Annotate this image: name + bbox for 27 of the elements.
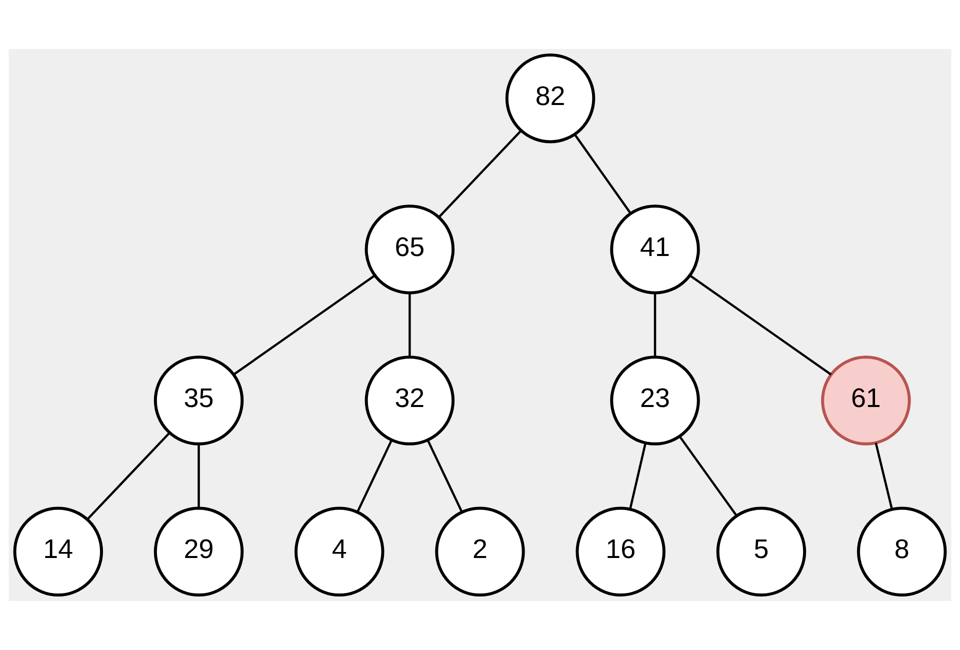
node-circle: 16 bbox=[576, 506, 666, 596]
connector bbox=[86, 432, 170, 520]
connector bbox=[426, 440, 463, 513]
node-circle: 8 bbox=[856, 506, 947, 596]
connector bbox=[233, 274, 376, 376]
connector bbox=[629, 442, 647, 510]
node-circle: 14 bbox=[13, 506, 104, 596]
connector bbox=[874, 442, 893, 510]
node-circle: 35 bbox=[154, 356, 244, 446]
node-circle: 65 bbox=[364, 204, 455, 294]
connector bbox=[356, 440, 393, 513]
node-circle: 23 bbox=[610, 356, 700, 446]
node-circle: 2 bbox=[435, 506, 525, 596]
connector bbox=[574, 134, 632, 214]
node-circle: 4 bbox=[294, 506, 384, 596]
connector bbox=[198, 444, 200, 508]
node-circle: 61 bbox=[821, 356, 911, 446]
node-circle: 29 bbox=[154, 506, 244, 596]
connector bbox=[654, 292, 656, 357]
connector bbox=[678, 436, 738, 516]
node-circle: 82 bbox=[505, 54, 596, 144]
node-circle: 5 bbox=[716, 506, 806, 596]
connector bbox=[408, 292, 411, 357]
node-circle: 41 bbox=[610, 204, 700, 294]
connector bbox=[689, 274, 832, 376]
node-circle: 32 bbox=[364, 356, 455, 446]
connector bbox=[438, 130, 522, 218]
